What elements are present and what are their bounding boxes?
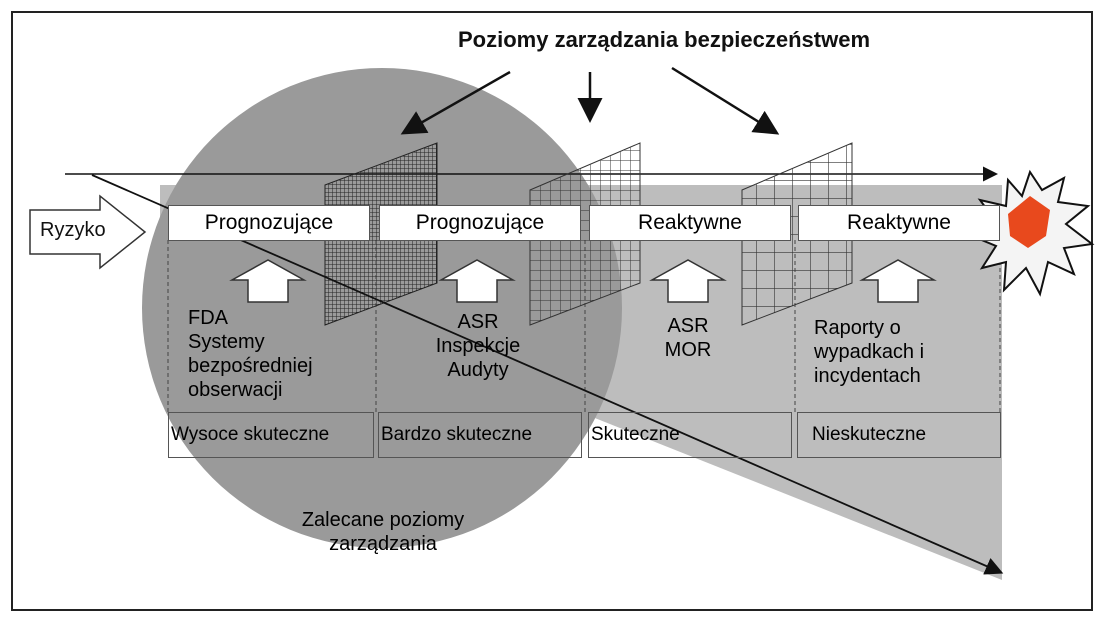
- level-description-1: FDA Systemy bezpośredniej obserwacji: [168, 306, 368, 402]
- desc-line: Raporty o: [814, 317, 901, 339]
- desc-line: Systemy: [188, 331, 265, 353]
- desc-line: bezpośredniej: [188, 355, 313, 377]
- effectiveness-3: Skuteczne: [588, 412, 792, 458]
- desc-line: wypadkach i: [814, 341, 925, 363]
- recommended-levels-circle: [142, 68, 622, 548]
- effectiveness-1: Wysoce skuteczne: [168, 412, 374, 458]
- effectiveness-4: Nieskuteczne: [797, 412, 1001, 458]
- title-arrow-left: [400, 70, 511, 135]
- level-description-2: ASR Inspekcje Audyty: [378, 310, 578, 382]
- up-arrow-4: [859, 259, 937, 303]
- explosion-core: [1008, 196, 1050, 248]
- up-arrow-2: [438, 259, 516, 303]
- desc-line: FDA: [188, 307, 228, 329]
- desc-line: Inspekcje: [435, 335, 521, 357]
- column-separators: [167, 240, 1001, 412]
- mesh-screen-medium: [529, 142, 641, 326]
- up-arrows: [229, 259, 937, 303]
- caption-line: Zalecane poziomy: [301, 509, 465, 531]
- level-header-3: Reaktywne: [589, 205, 791, 241]
- desc-line: MOR: [664, 339, 712, 361]
- level-header-2: Prognozujące: [379, 205, 581, 241]
- risk-arrow: [29, 194, 147, 270]
- diagram-title: Poziomy zarządzania bezpieczeństwem: [458, 27, 871, 52]
- desc-line: obserwacji: [188, 379, 283, 401]
- effectiveness-2: Bardzo skuteczne: [378, 412, 582, 458]
- desc-line: ASR: [667, 315, 709, 337]
- desc-line: incydentach: [814, 365, 921, 387]
- title-arrow-right: [671, 66, 780, 135]
- up-arrow-1: [229, 259, 307, 303]
- level-header-4: Reaktywne: [798, 205, 1000, 241]
- circle-caption: Zalecane poziomy zarządzania: [258, 508, 508, 556]
- up-arrow-3: [649, 259, 727, 303]
- risk-label: Ryzyko: [40, 219, 106, 241]
- caption-line: zarządzania: [329, 533, 437, 555]
- desc-line: ASR: [457, 311, 499, 333]
- mesh-screen-coarse: [741, 142, 853, 326]
- desc-line: Audyty: [447, 359, 509, 381]
- level-description-4: Raporty o wypadkach i incydentach: [806, 316, 1004, 388]
- level-description-3: ASR MOR: [588, 314, 788, 362]
- level-header-1: Prognozujące: [168, 205, 370, 241]
- risk-diagonal-arrow: [91, 174, 1004, 575]
